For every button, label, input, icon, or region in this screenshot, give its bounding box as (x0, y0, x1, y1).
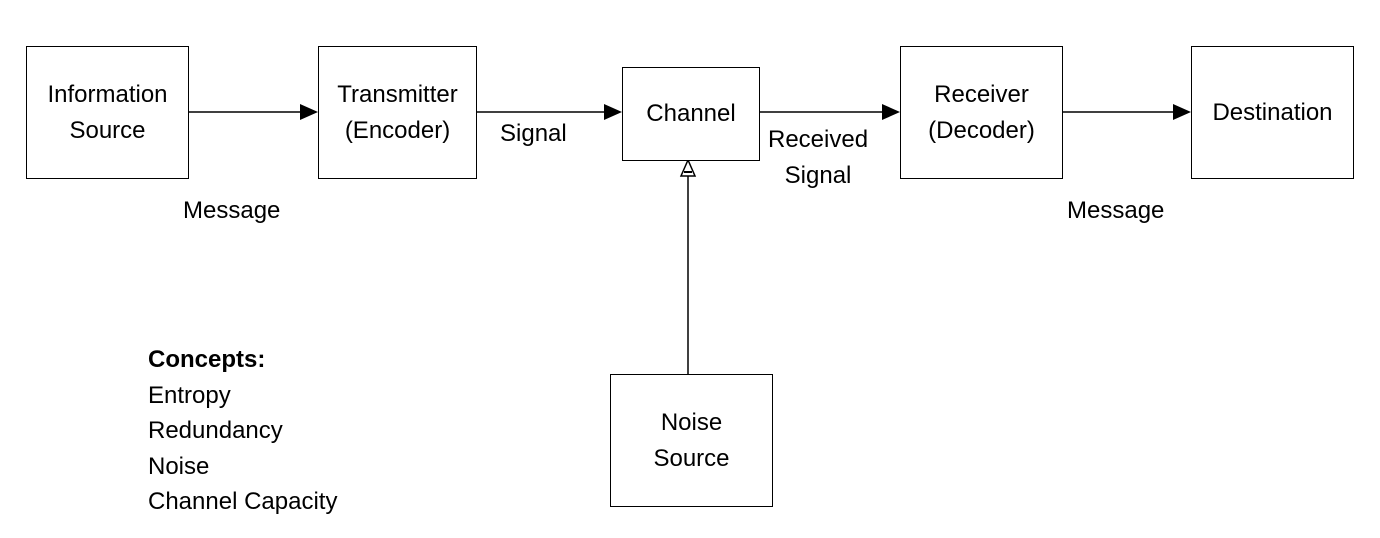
receiver-block: Receiver (Decoder) (900, 46, 1063, 179)
signal-label: Signal (500, 116, 567, 152)
received-signal-line-2: Signal (784, 162, 852, 189)
information-source-line-1: Information (47, 80, 168, 108)
information-source-line-2: Source (69, 116, 146, 144)
arrowhead-icon (679, 158, 697, 177)
arrowhead-icon (1173, 104, 1191, 120)
received-signal-label: Received Signal (768, 122, 868, 194)
concepts-list: Concepts: Entropy Redundancy Noise Chann… (148, 342, 337, 520)
arrowhead-icon (882, 104, 900, 120)
receiver-line-1: Receiver (934, 80, 1029, 108)
transmitter-block: Transmitter (Encoder) (318, 46, 477, 179)
information-source-block: Information Source (26, 46, 189, 179)
message-out-text: Message (1067, 197, 1165, 224)
arrowhead-icon (604, 104, 622, 120)
signal-text: Signal (500, 120, 567, 147)
destination-label: Destination (1212, 98, 1333, 126)
arrowhead-icon (300, 104, 318, 120)
concept-item: Noise (148, 452, 210, 480)
noise-source-block: Noise Source (610, 374, 773, 507)
message-in-text: Message (183, 197, 281, 224)
noise-source-line-2: Source (653, 444, 730, 472)
received-signal-line-1: Received (768, 126, 869, 153)
concept-item: Channel Capacity (148, 488, 338, 515)
transmitter-line-2: (Encoder) (344, 116, 451, 144)
concept-item: Redundancy (148, 417, 283, 444)
message-out-label: Message (1067, 193, 1164, 229)
concepts-heading: Concepts: (148, 346, 266, 373)
message-in-label: Message (183, 193, 280, 229)
transmitter-line-1: Transmitter (337, 80, 458, 108)
noise-source-line-1: Noise (660, 408, 723, 436)
concept-item: Entropy (148, 381, 231, 409)
destination-block: Destination (1191, 46, 1354, 179)
channel-label: Channel (646, 100, 736, 127)
receiver-line-2: (Decoder) (928, 116, 1035, 144)
channel-block: Channel (622, 67, 760, 161)
